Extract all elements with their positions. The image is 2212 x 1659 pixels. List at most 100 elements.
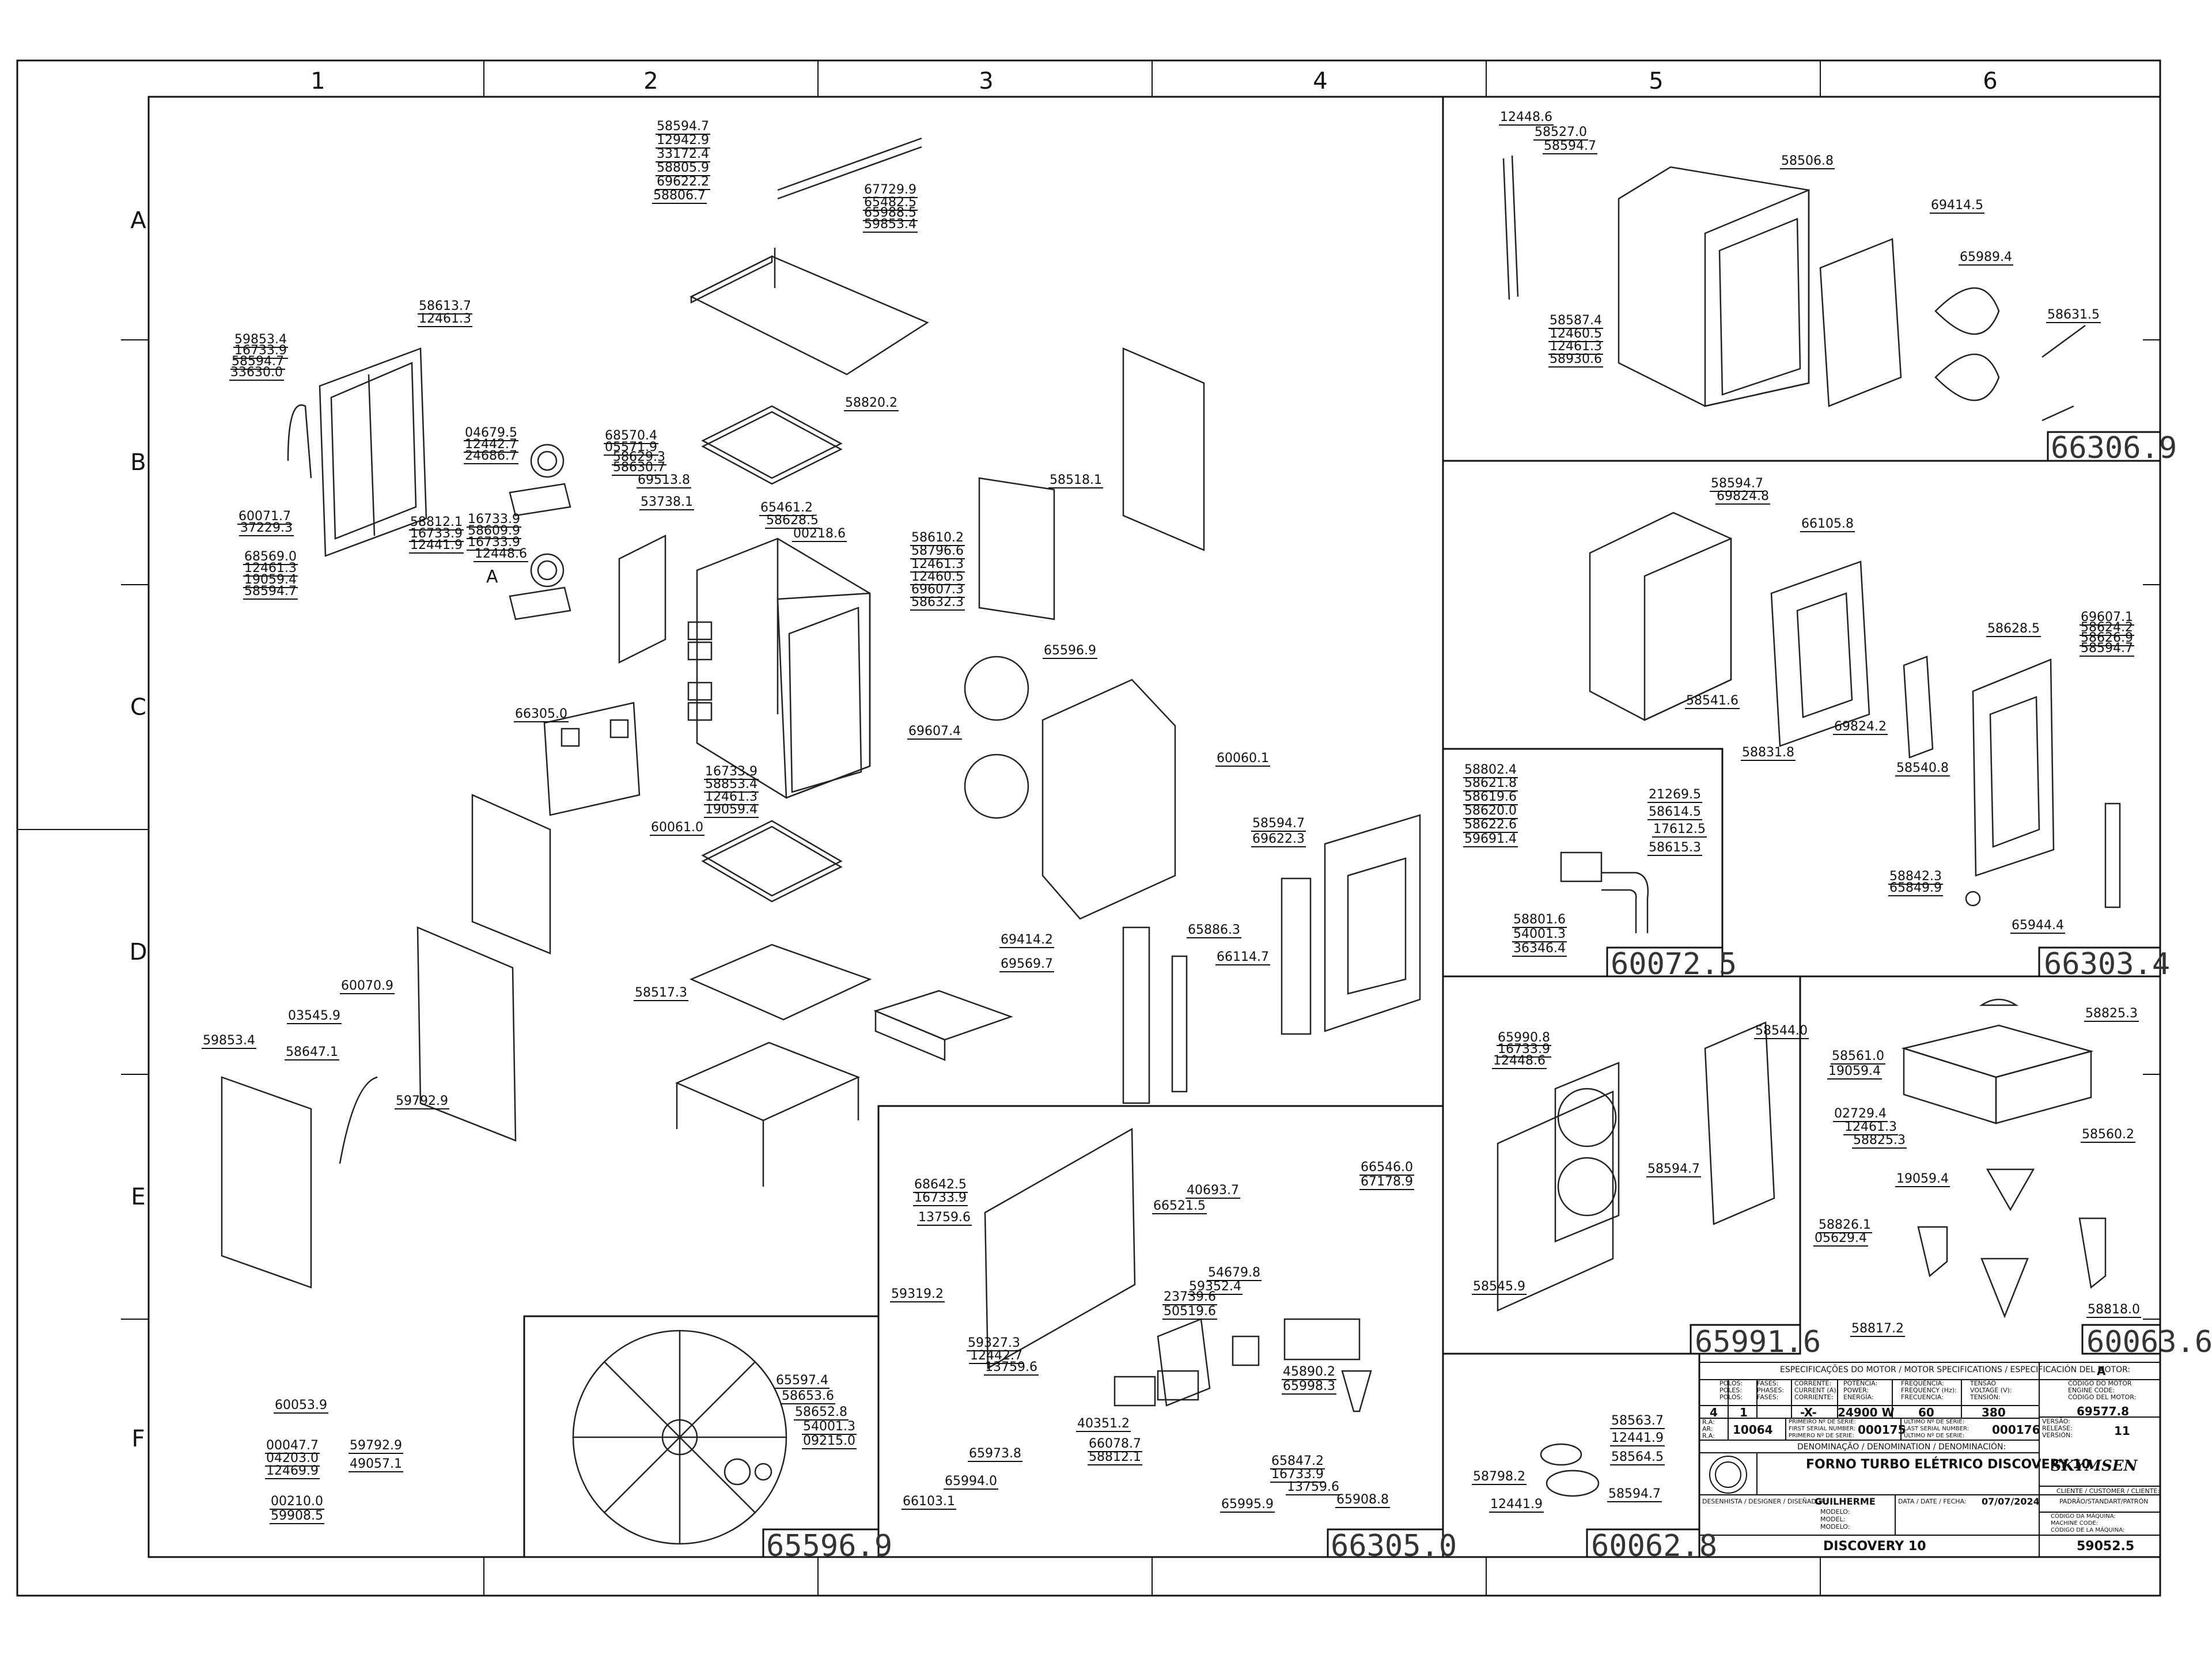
panel-number: 60063.6 [2086,1325,2212,1359]
part-label: 67178.9 [1359,1175,1414,1190]
part-label: 36346.4 [1512,941,1567,957]
part-label: 58517.3 [634,986,688,1001]
part-label: 00210.0 [270,1494,324,1510]
part-label: 66521.5 [1152,1199,1207,1214]
part-label: 40351.2 [1076,1416,1131,1432]
part-label: 66305.0 [514,707,569,722]
skymsen-logo: SKYMSEN [2051,1457,2138,1475]
part-label: 33172.4 [656,147,710,162]
part-label: 00047.7 [265,1438,320,1454]
standard-label: PADRÃO/STANDART/PATRÓN [2059,1498,2149,1505]
part-label: 54001.3 [1512,927,1567,942]
part-label: 66114.7 [1215,950,1270,965]
part-label: 12442.7 [464,437,518,453]
part-label: 24686.7 [464,449,518,464]
part-label: 58628.5 [1986,622,2041,637]
part-label: 54679.8 [1207,1266,1262,1281]
denomination-label: DENOMINAÇÃO / DENOMINATION / DENOMINACIÓ… [1797,1442,2006,1452]
part-label: 58620.0 [1463,804,1518,819]
spec-value: A [2097,1364,2106,1378]
part-label: 58594.7 [230,354,285,370]
part-label: 60071.7 [237,509,292,525]
part-label: 58632.3 [910,595,965,611]
part-label: 66105.8 [1800,517,1855,532]
part-label: 58628.5 [765,513,820,529]
part-label: 58930.6 [1548,352,1603,368]
part-label: 59853.4 [202,1033,256,1049]
part-label: 58619.6 [1463,790,1518,805]
part-label: 19059.4 [1895,1172,1950,1187]
part-label: 03545.9 [287,1009,342,1024]
part-label: 12441.9 [409,538,464,554]
part-label: 58594.7 [1710,476,1764,492]
date-value: 07/07/2024 [1982,1496,2040,1507]
current-value: -X- [1800,1406,1817,1419]
part-label: 58812.1 [1088,1450,1142,1465]
power-value: 24900 W [1838,1406,1895,1419]
part-label: 58806.7 [652,188,707,204]
grid-row-a: A [130,207,146,234]
part-label: 65908.8 [1335,1493,1390,1508]
col-power-label: POTÊNCIA: POWER: ENERGÍA: [1843,1380,1878,1401]
part-label: 12460.5 [910,570,965,585]
part-label: 09215.0 [802,1434,857,1449]
phases-value: 1 [1740,1406,1748,1419]
part-label: 58818.0 [2086,1302,2141,1318]
client-label: CLIENTE / CUSTOMER / CLIENTE: [2056,1487,2160,1495]
part-label: 59792.9 [395,1094,449,1109]
part-label: 65847.2 [1270,1454,1325,1469]
part-label: 58506.8 [1780,154,1835,169]
part-label: 65989.4 [1959,250,2013,266]
part-label: 59908.5 [270,1509,324,1524]
part-label: 12469.9 [265,1464,320,1479]
part-label: 66546.0 [1359,1160,1414,1176]
part-label: 16733.9 [467,535,521,551]
part-label: 12448.6 [474,547,528,562]
part-label: 16733.9 [1497,1042,1551,1058]
part-label: 69824.8 [1715,489,1770,505]
col-freq-label: FREQUÊNCIA: FREQUENCY (Hz): FRECUENCIA: [1901,1380,1957,1401]
part-label: 12942.9 [656,133,710,149]
part-label: 65988.5 [863,206,918,221]
part-label: 65596.9 [1043,643,1097,659]
part-label: 59691.4 [1463,832,1518,847]
part-label: 65461.2 [759,501,814,516]
grid-col-5: 5 [1649,68,1664,94]
part-label: 58624.2 [2080,620,2134,636]
part-label: 58831.8 [1741,745,1796,761]
part-label: 65994.0 [944,1474,998,1490]
panel-number: 66303.4 [2044,947,2171,982]
part-label: 68569.0 [243,550,298,565]
part-label: 16733.9 [233,343,288,359]
part-label: 69607.4 [907,724,962,740]
last-serial-value: 000176 [1992,1423,2040,1437]
part-label: 58594.7 [1251,816,1306,832]
part-label: 58615.3 [1647,840,1702,856]
motor-code: 69577.8 [2077,1404,2130,1418]
part-label: 58842.3 [1888,869,1943,885]
part-label: 69414.5 [1930,198,1984,214]
volt-value: 380 [1982,1406,2006,1419]
panel-number: 60062.8 [1591,1529,1718,1563]
part-label: 58622.6 [1463,817,1518,833]
part-label: 69824.2 [1833,719,1888,735]
part-label: 12461.3 [910,557,965,573]
part-label: 19059.4 [243,573,298,588]
part-label: 66078.7 [1088,1437,1142,1452]
part-label: 59853.4 [233,332,288,348]
part-label: 58825.3 [1852,1133,1907,1149]
grid-row-f: F [131,1426,145,1452]
col-volt-label: TENSÃO VOLTAGE (V): TENSIÓN: [1970,1380,2012,1401]
part-label: 04679.5 [464,426,518,441]
part-label: 58629.3 [612,450,666,465]
section-marker: A [486,567,498,587]
part-label: 13759.6 [984,1360,1039,1376]
part-label: 23739.6 [1162,1290,1217,1305]
part-label: 04203.0 [265,1451,320,1467]
part-label: 60060.1 [1215,751,1270,767]
part-label: 53738.1 [639,495,694,510]
part-label: 12461.3 [1843,1120,1898,1135]
part-label: 59853.4 [863,217,918,233]
part-label: 58802.4 [1463,763,1518,778]
